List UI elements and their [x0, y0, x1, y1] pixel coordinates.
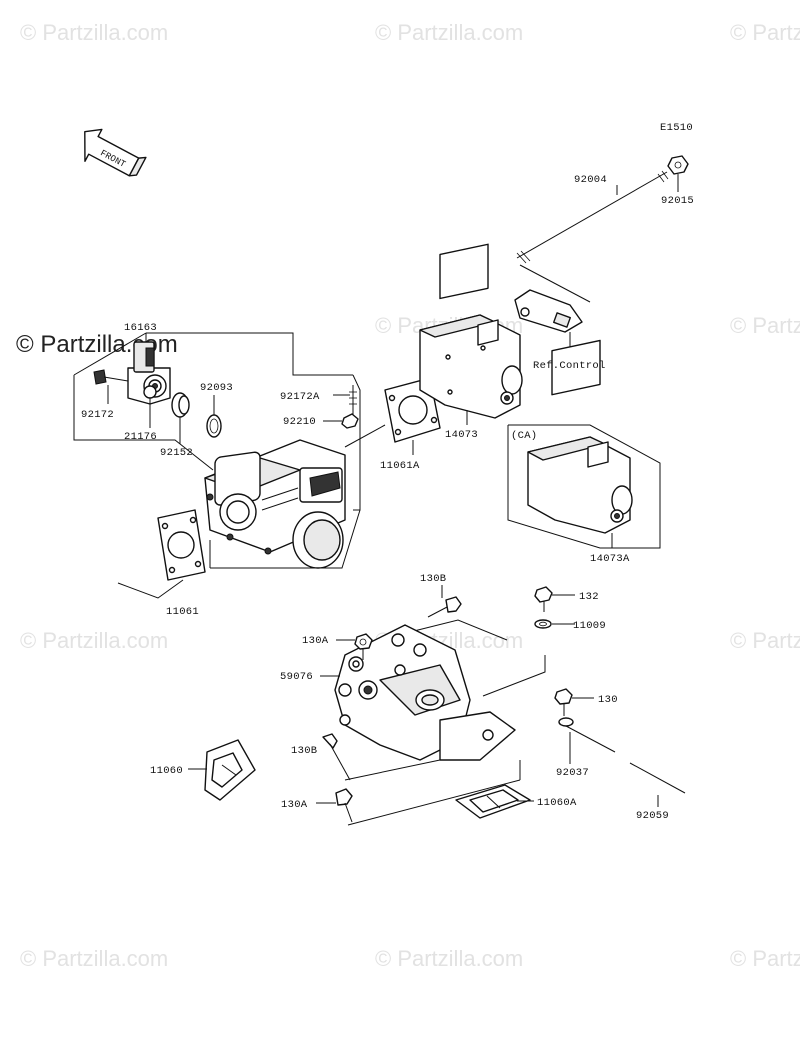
label-11060: 11060	[150, 765, 183, 777]
watermark: © Partzilla.com	[730, 313, 800, 338]
part-92172-screw	[93, 369, 129, 404]
assembly-outline	[73, 332, 361, 569]
part-59076-manifold	[320, 624, 516, 761]
part-92037-clip	[558, 717, 616, 764]
label-130: 130	[598, 694, 618, 706]
part-130A-bolt-top	[336, 633, 373, 660]
watermark: © Partzilla.com	[375, 20, 523, 45]
label-92172: 92172	[81, 409, 114, 421]
diagram-code: E1510	[660, 122, 693, 134]
part-130B-bolt-top	[427, 585, 462, 618]
watermark: © Partzilla.com	[730, 628, 800, 653]
part-132-bolt	[534, 586, 575, 612]
watermark: © Partzilla.com	[375, 946, 523, 971]
label-11061A: 11061A	[380, 460, 420, 472]
part-92015-nut	[667, 155, 689, 192]
ca-variant-box	[507, 424, 661, 549]
watermark: © Partzilla.com	[20, 628, 168, 653]
label-92093: 92093	[200, 382, 233, 394]
label-11009: 11009	[573, 620, 606, 632]
watermark: © Partzilla.com	[730, 20, 800, 45]
part-92172A-stud	[333, 385, 357, 418]
part-11009-washer	[534, 619, 575, 629]
label-130A-top: 130A	[302, 635, 329, 647]
part-21176-oring	[143, 385, 157, 428]
watermark-layer: © Partzilla.com © Partzilla.com © Partzi…	[16, 20, 800, 971]
label-21176: 21176	[124, 431, 157, 443]
label-92172A: 92172A	[280, 391, 320, 403]
label-11061: 11061	[166, 606, 199, 618]
part-92004-rod	[516, 170, 669, 264]
part-11060-gasket	[188, 739, 256, 801]
part-92210-nut	[323, 413, 359, 429]
part-throttle-body	[204, 439, 346, 569]
watermark: © Partzilla.com	[20, 20, 168, 45]
part-14073-intake-pipe	[419, 243, 523, 425]
label-11060A: 11060A	[537, 797, 577, 809]
watermark: © Partzilla.com	[20, 946, 168, 971]
label-92037: 92037	[556, 767, 589, 779]
label-92015: 92015	[661, 195, 694, 207]
label-16163: 16163	[124, 322, 157, 334]
label-130B-top: 130B	[420, 573, 446, 585]
part-130-bolt	[554, 688, 594, 716]
front-arrow-icon: FRONT	[84, 128, 147, 177]
part-14073A-intake-pipe	[527, 339, 633, 548]
part-92059-rod	[629, 762, 686, 807]
label-ca: (CA)	[511, 430, 537, 442]
label-92004: 92004	[574, 174, 607, 186]
label-130A-bottom: 130A	[281, 799, 308, 811]
label-14073: 14073	[445, 429, 478, 441]
lower-assembly-outline	[344, 619, 546, 826]
label-92152: 92152	[160, 447, 193, 459]
label-59076: 59076	[280, 671, 313, 683]
part-11060A-gasket	[455, 784, 534, 819]
watermark: © Partzilla.com	[730, 946, 800, 971]
label-14073A: 14073A	[590, 553, 630, 565]
label-130B-left: 130B	[291, 745, 317, 757]
part-92152-spacer	[171, 392, 190, 444]
part-130B-bolt-left	[322, 733, 351, 781]
part-130A-bolt-bottom	[316, 788, 353, 823]
label-92059: 92059	[636, 810, 669, 822]
part-control-bracket	[514, 264, 591, 356]
label-132: 132	[579, 591, 599, 603]
label-ref-control: Ref.Control	[533, 360, 606, 372]
part-labels: 16163 92172 21176 92152 92093 92172A 922…	[81, 174, 694, 822]
part-92093-oring	[206, 395, 222, 438]
label-92210: 92210	[283, 416, 316, 428]
part-11061-gasket	[117, 509, 206, 599]
